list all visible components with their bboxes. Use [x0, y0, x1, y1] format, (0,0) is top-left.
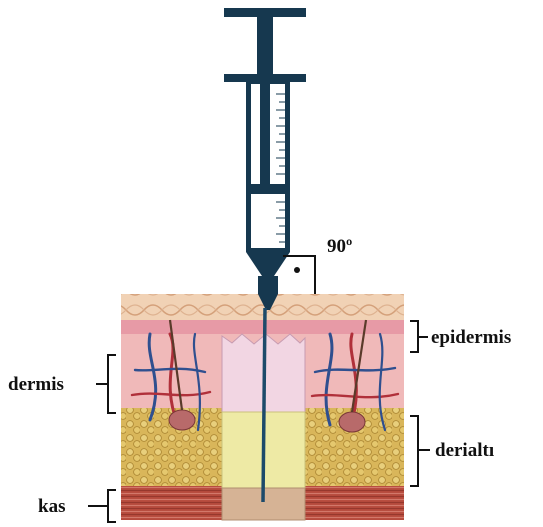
derialti-label: derialtı — [435, 440, 494, 461]
kas-label: kas — [38, 496, 65, 517]
plunger-stopper — [251, 184, 285, 194]
dermis-bracket — [96, 355, 116, 413]
epidermis-bracket — [410, 321, 428, 352]
plunger-rod — [257, 17, 273, 79]
needle — [263, 308, 265, 502]
kas-bracket — [88, 490, 116, 522]
derialti-bracket — [410, 416, 430, 486]
plunger-top-bar — [224, 8, 306, 17]
right-angle-dot — [294, 267, 300, 273]
epidermis-label: epidermis — [431, 327, 511, 348]
needle-hub — [258, 276, 278, 294]
dermis-label: dermis — [8, 374, 64, 395]
syringe-flange — [224, 74, 306, 82]
plunger-inner — [260, 84, 270, 184]
right-angle-marker — [283, 256, 315, 294]
epidermis-band — [121, 320, 404, 334]
angle-label: 90º — [327, 236, 352, 257]
